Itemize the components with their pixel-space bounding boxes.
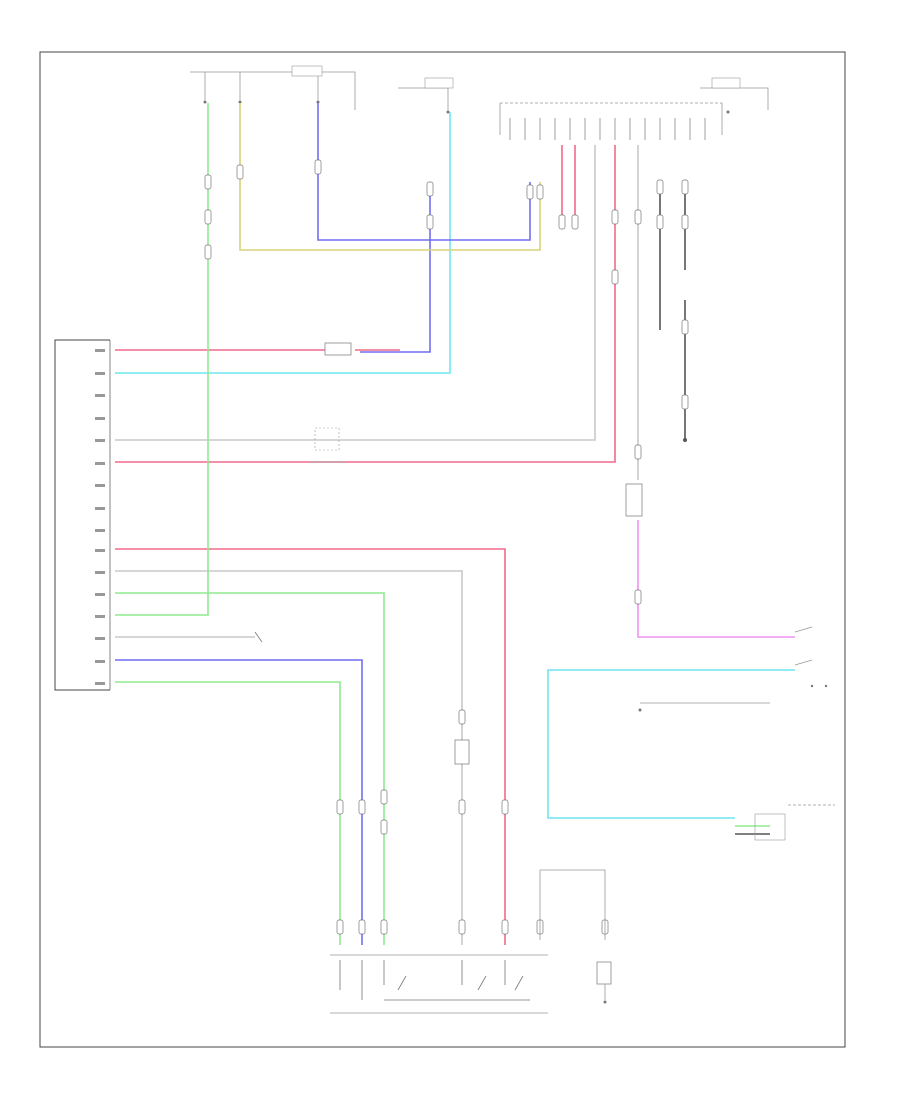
wire-green-1 [115,103,209,616]
bottom-right-ground [603,984,607,1004]
wire-blue-1 [360,182,431,353]
right-switch-assy [638,626,828,712]
wire-yellow-1 [239,103,541,251]
wire-red-4 [561,145,576,225]
wire-red-3 [115,548,506,945]
top-left-junction [190,65,356,110]
wire-gray-2 [115,570,463,945]
wire-plugs [204,159,689,935]
wire-pink-1 [637,520,795,638]
top-connector-bar [499,102,723,140]
wire-red-2 [115,145,616,463]
wire-blue-3 [317,103,531,241]
bottom-switch-assy [330,869,606,1014]
wire-green-2 [115,592,385,945]
wire-blue-2 [115,659,363,945]
main-ecu [54,339,111,691]
inline-components [314,342,643,985]
wire-gray-1 [115,145,596,441]
right-lower-connector [754,804,835,841]
wire-green-3 [115,681,341,945]
right-ground [683,438,687,442]
wire-cyan-1 [115,112,451,374]
top-right-junction [700,77,769,114]
top-center-junction [398,77,454,114]
ground-left-icon [254,631,263,643]
wire-cyan-2 [547,669,795,819]
diagram-frame [39,51,846,1048]
